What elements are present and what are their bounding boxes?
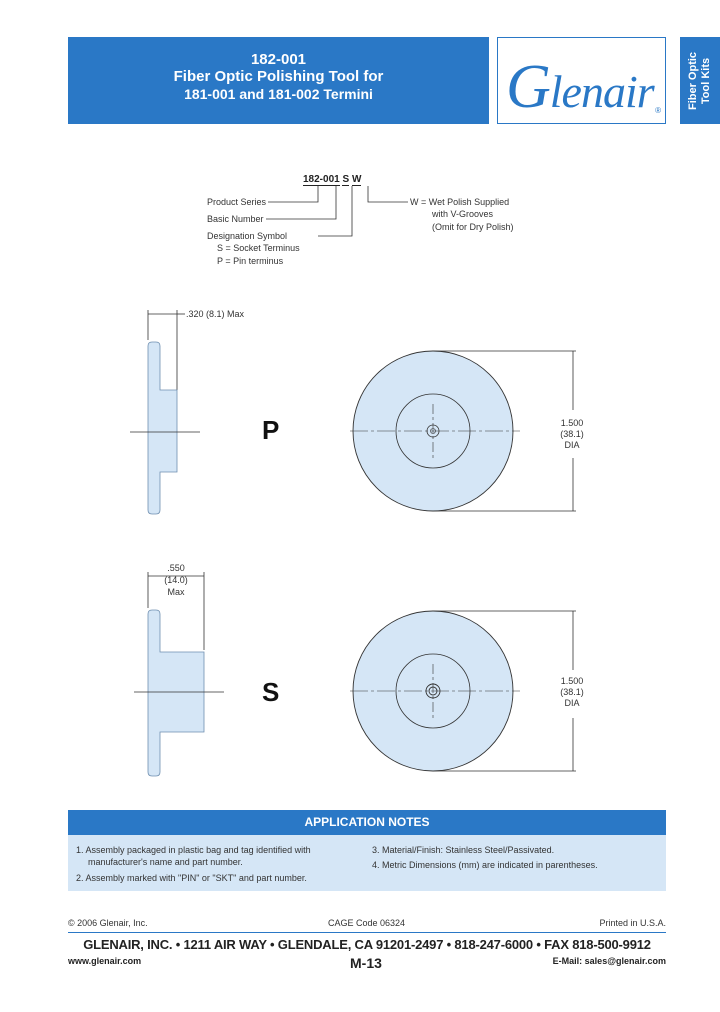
s-front-view	[350, 610, 576, 772]
label-product-series: Product Series	[207, 197, 267, 207]
s-letter: S	[262, 677, 280, 707]
s-thickness-line-2: (14.0)	[164, 575, 188, 585]
s-side-view	[134, 572, 224, 777]
pn-example: 182-001 S W	[303, 174, 362, 186]
pn-suffix: W	[351, 174, 362, 186]
page-number: M-13	[350, 955, 382, 971]
p-letter: P	[262, 415, 280, 445]
label-wet-2: with V-Grooves	[432, 209, 494, 219]
s-thickness-line-1: .550	[167, 563, 185, 573]
p-side-view	[130, 310, 200, 515]
printed-in: Printed in U.S.A.	[599, 918, 666, 928]
registered-mark: ®	[655, 106, 661, 115]
s-thickness-line-3: Max	[167, 587, 185, 597]
note-3: 3. Material/Finish: Stainless Steel/Pass…	[372, 845, 555, 855]
note-1-line-2: manufacturer's name and part number.	[88, 857, 243, 867]
pn-leader-lines	[266, 186, 408, 237]
label-designation-symbol: Designation Symbol	[207, 231, 288, 241]
note-2: 2. Assembly marked with "PIN" or "SKT" a…	[76, 873, 307, 883]
footer-divider	[68, 932, 666, 933]
p-dia-line-2: (38.1)	[560, 429, 584, 439]
p-thickness-dim: .320 (8.1) Max	[186, 309, 245, 319]
p-front-view	[350, 350, 576, 512]
pn-base: 182-001	[303, 174, 340, 186]
label-pin: P = Pin terminus	[217, 256, 284, 266]
s-dia-line-3: DIA	[564, 698, 580, 708]
p-dia-line-1: 1.500	[560, 418, 584, 428]
label-basic-number: Basic Number	[207, 214, 264, 224]
note-4: 4. Metric Dimensions (mm) are indicated …	[372, 860, 598, 870]
copyright: © 2006 Glenair, Inc.	[68, 918, 148, 928]
label-wet-1: W = Wet Polish Supplied	[410, 197, 510, 207]
title-banner: 182-001 Fiber Optic Polishing Tool for 1…	[68, 37, 489, 124]
label-socket: S = Socket Terminus	[217, 243, 300, 253]
title-line-1: Fiber Optic Polishing Tool for	[173, 68, 384, 85]
website-link[interactable]: www.glenair.com	[68, 956, 142, 966]
title-line-2: 181-001 and 181-002 Termini	[184, 86, 373, 102]
glenair-logo: Glenair ®	[497, 37, 666, 124]
email-link[interactable]: E-Mail: sales@glenair.com	[552, 956, 666, 966]
s-dia-line-2: (38.1)	[560, 687, 584, 697]
s-dia-line-1: 1.500	[560, 676, 584, 686]
company-address: GLENAIR, INC. • 1211 AIR WAY • GLENDALE,…	[83, 937, 651, 952]
cage-code: CAGE Code 06324	[328, 918, 406, 928]
application-notes-body: 1. Assembly packaged in plastic bag and …	[68, 835, 666, 891]
side-tab: Fiber Optic Tool Kits	[680, 37, 720, 124]
label-wet-3: (Omit for Dry Polish)	[432, 222, 514, 232]
pn-symbol: S	[342, 174, 350, 186]
part-number-title: 182-001	[250, 51, 307, 68]
note-1-line-1: 1. Assembly packaged in plastic bag and …	[76, 845, 311, 855]
logo-rest: lenair	[549, 66, 655, 117]
logo-initial: G	[506, 53, 551, 121]
application-notes-heading: APPLICATION NOTES	[68, 810, 666, 835]
p-dia-line-3: DIA	[564, 440, 580, 450]
